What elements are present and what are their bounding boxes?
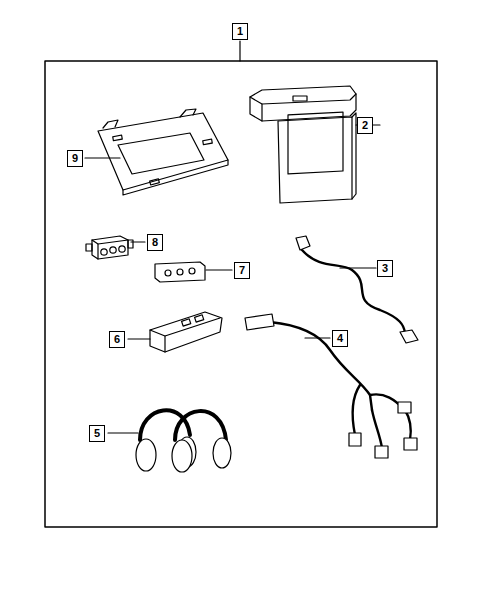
- wire-harness: [245, 314, 417, 458]
- mounting-bracket: [85, 109, 228, 195]
- switch-bezel: [155, 262, 232, 282]
- kit-frame: [45, 61, 437, 527]
- callout-number: 4: [337, 332, 343, 345]
- callout-number: 1: [237, 25, 243, 38]
- callout-box: 7: [234, 262, 250, 279]
- callout-number: 3: [382, 262, 388, 275]
- callout-box: 9: [67, 150, 83, 167]
- callout-box: 8: [147, 234, 163, 251]
- wireless-headphones: [108, 410, 231, 472]
- callout-box: 2: [357, 117, 373, 134]
- callout-number: 9: [72, 152, 78, 165]
- callout-number: 5: [94, 427, 100, 440]
- callout-box: 4: [332, 330, 348, 347]
- callout-box: 3: [377, 260, 393, 277]
- overhead-monitor: [250, 86, 380, 203]
- callout-box: 1: [232, 23, 248, 40]
- wire-harness: [296, 236, 418, 343]
- switch-block: [86, 236, 145, 259]
- remote-control: [128, 312, 222, 352]
- callout-number: 2: [362, 119, 368, 132]
- callout-box: 5: [89, 425, 105, 442]
- callout-number: 6: [114, 333, 120, 346]
- callout-number: 8: [152, 236, 158, 249]
- leader-line: [239, 41, 240, 61]
- callout-box: 6: [109, 331, 125, 348]
- callout-number: 7: [239, 264, 245, 277]
